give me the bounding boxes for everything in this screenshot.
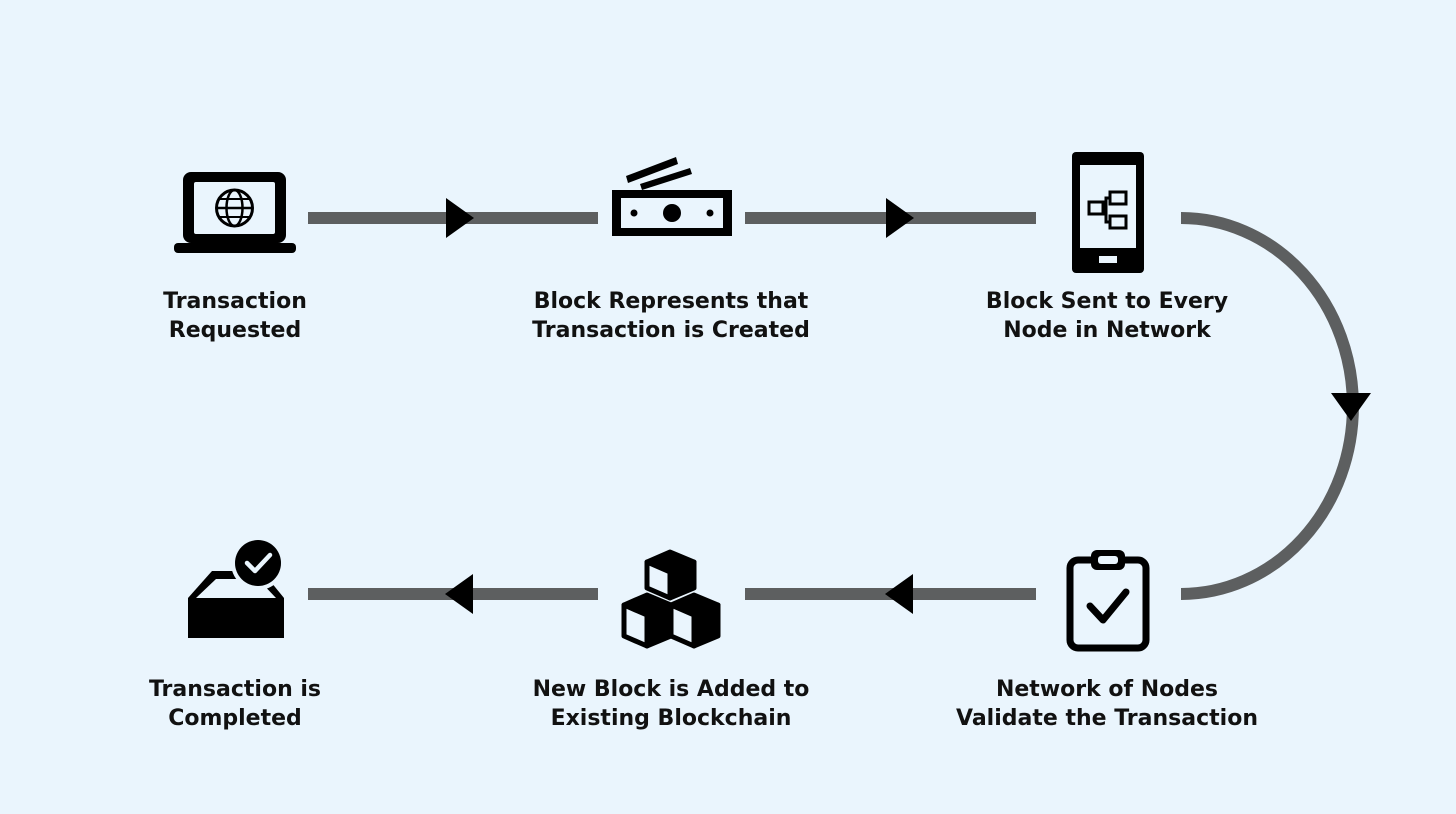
cubes-icon	[621, 549, 721, 649]
arrow-down-icon	[1331, 393, 1371, 421]
inbox-check-icon	[188, 536, 285, 638]
step-1-label: Transaction Requested	[65, 287, 405, 345]
step-2-label-line-2: Transaction is Created	[532, 318, 810, 343]
step-6-label: Transaction is Completed	[65, 675, 405, 733]
clipboard-check-icon	[1066, 550, 1150, 652]
step-4-label-line-2: Validate the Transaction	[956, 706, 1258, 731]
smartphone-network-icon	[1072, 152, 1144, 273]
connector-5-to-6	[308, 574, 598, 614]
laptop-globe-icon	[174, 172, 296, 253]
arrow-right-icon	[886, 198, 914, 238]
step-4-label-line-1: Network of Nodes	[995, 677, 1219, 702]
step-6-label-line-2: Completed	[168, 706, 302, 731]
step-1-label-line-2: Requested	[168, 318, 302, 343]
step-3-label-line-1: Block Sent to Every	[985, 289, 1229, 314]
arrow-left-icon	[445, 574, 473, 614]
banknote-stack-icon	[612, 157, 732, 236]
connector-3-to-4	[1180, 212, 1371, 600]
arrow-right-icon	[446, 198, 474, 238]
step-3-label-line-2: Node in Network	[1003, 318, 1211, 343]
step-2-label: Block Represents that Transaction is Cre…	[501, 287, 841, 345]
connector-1-to-2	[308, 198, 598, 238]
step-5-label: New Block is Added to Existing Blockchai…	[501, 675, 841, 733]
arrow-left-icon	[885, 574, 913, 614]
step-4-label: Network of Nodes Validate the Transactio…	[937, 675, 1277, 733]
connector-2-to-3	[745, 198, 1036, 238]
step-5-label-line-2: Existing Blockchain	[550, 706, 792, 731]
connector-4-to-5	[745, 574, 1036, 614]
step-6-label-line-1: Transaction is	[148, 677, 322, 702]
step-3-label: Block Sent to Every Node in Network	[937, 287, 1277, 345]
step-5-label-line-1: New Block is Added to	[532, 677, 810, 702]
step-2-label-line-1: Block Represents that	[533, 289, 809, 314]
step-1-label-line-1: Transaction	[163, 289, 307, 314]
